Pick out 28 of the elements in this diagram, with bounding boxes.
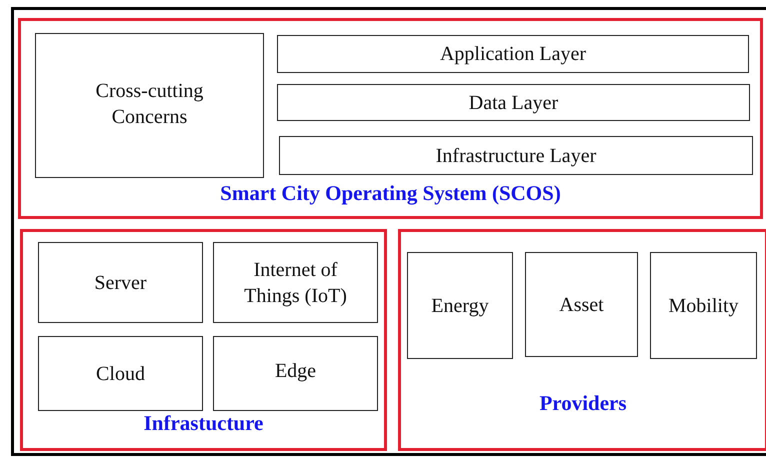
component-box	[277, 35, 749, 73]
box-label: Application Layer	[440, 42, 586, 67]
component-box	[279, 136, 753, 175]
box-label: Internet of Things (IoT)	[243, 258, 348, 308]
box-label: Cross-cutting Concerns	[94, 78, 204, 130]
box-label: Mobility	[668, 294, 738, 318]
group-title: Smart City Operating System (SCOS)	[219, 181, 562, 206]
group-panel	[18, 18, 763, 219]
group-title: Infrastucture	[142, 411, 264, 436]
component-box	[407, 252, 513, 359]
group-panel	[398, 229, 766, 451]
component-box	[650, 252, 757, 359]
box-label: Energy	[431, 294, 489, 318]
component-box	[38, 242, 203, 323]
box-label: Cloud	[96, 362, 145, 386]
group-title: Providers	[538, 391, 628, 416]
box-label: Data Layer	[468, 90, 558, 116]
box-label: Server	[94, 270, 147, 296]
component-box	[213, 242, 378, 323]
component-box	[213, 336, 378, 411]
component-box	[277, 84, 750, 121]
box-label: Asset	[559, 292, 604, 318]
box-label: Infrastructure Layer	[436, 144, 596, 168]
box-label: Edge	[274, 358, 316, 384]
component-box	[35, 33, 264, 178]
component-box	[525, 252, 638, 357]
component-box	[38, 336, 203, 411]
group-panel	[20, 229, 387, 451]
